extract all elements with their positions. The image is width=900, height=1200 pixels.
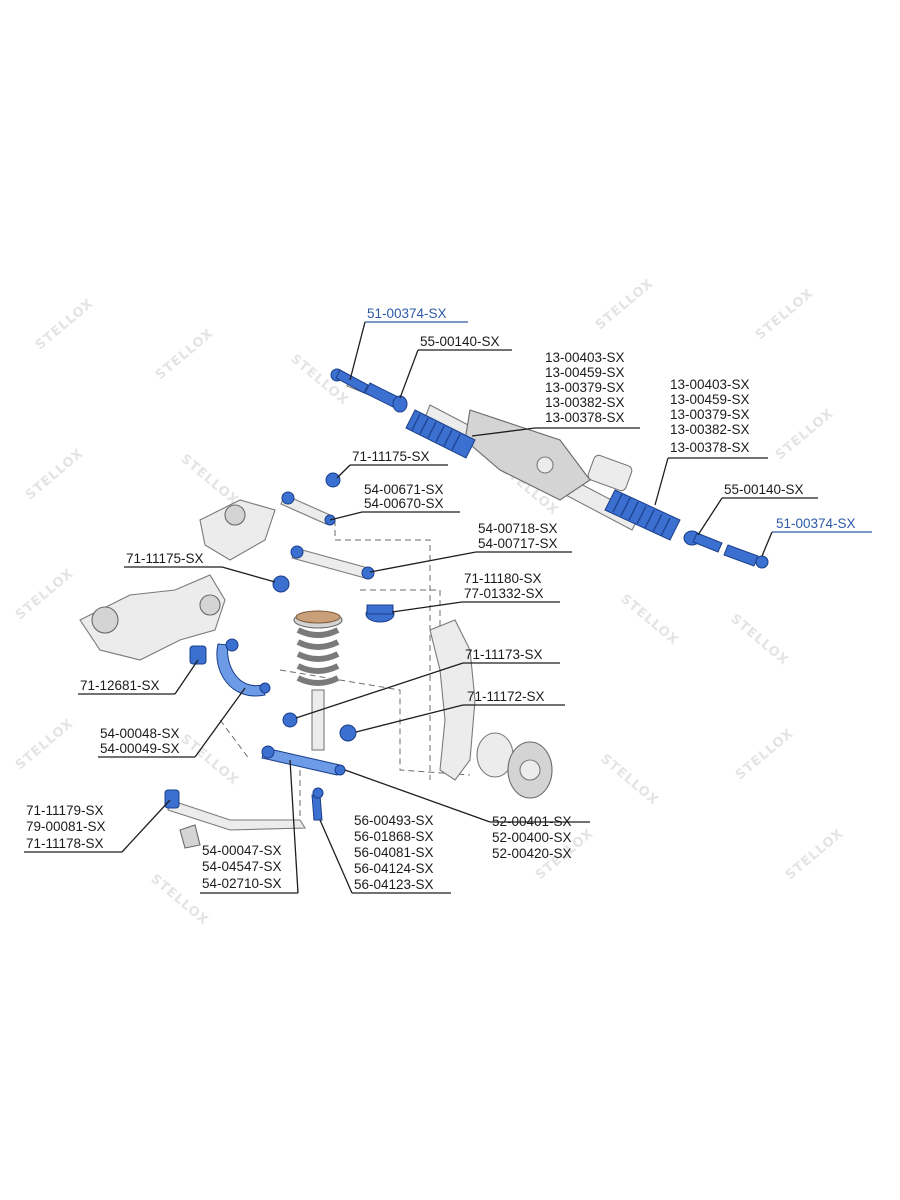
coil-spring — [293, 610, 343, 751]
label-lower-arm-straight: 54-00047-SX 54-04547-SX 54-02710-SX — [202, 843, 282, 891]
bushing-upper-icon — [325, 472, 341, 488]
watermark: STELLOX — [23, 446, 87, 503]
label-boot-left-line: 13-00378-SX — [545, 410, 625, 425]
label-stabilizer-bushing-line: 79-00081-SX — [26, 819, 106, 834]
label-lower-arm-curved-line: 54-00049-SX — [100, 741, 180, 756]
upper-arm-small-icon — [280, 491, 336, 526]
label-stabilizer-link-line: 56-01868-SX — [354, 829, 434, 844]
label-lower-arm-straight-line: 54-00047-SX — [202, 843, 282, 858]
label-stabilizer-bushing: 71-11179-SX 79-00081-SX 71-11178-SX — [26, 803, 106, 851]
label-lower-arm-curved-line: 54-00048-SX — [100, 726, 180, 741]
watermark: STELLOX — [593, 276, 657, 333]
watermark: STELLOX — [597, 752, 661, 809]
watermark: STELLOX — [727, 612, 791, 669]
label-boot-right-line: 13-00382-SX — [670, 422, 750, 437]
label-bushing-upper: 71-11175-SX — [352, 449, 430, 464]
label-bushing-lower-b: 71-11172-SX — [467, 689, 545, 704]
label-strut-mount-line: 71-11180-SX — [464, 571, 542, 586]
label-stabilizer-link-line: 56-00493-SX — [354, 813, 434, 828]
watermark: STELLOX — [33, 296, 97, 353]
watermark: STELLOX — [13, 716, 77, 773]
label-lower-arm-straight-line: 54-04547-SX — [202, 859, 282, 874]
assembly-lines — [219, 520, 471, 820]
label-tie-rod-left: 55-00140-SX — [420, 334, 500, 349]
watermark: STELLOX — [783, 826, 847, 883]
label-ball-joint-line: 52-00420-SX — [492, 846, 572, 861]
label-stabilizer-link: 56-00493-SX 56-01868-SX 56-04081-SX 56-0… — [354, 813, 434, 892]
watermark: STELLOX — [177, 732, 241, 789]
tie-rod-end-left-icon — [330, 368, 369, 394]
watermark: STELLOX — [617, 592, 681, 649]
lower-arm-straight-icon — [261, 745, 346, 776]
upper-mount-plate — [199, 499, 276, 561]
label-strut-mount: 71-11180-SX 77-01332-SX — [464, 571, 544, 601]
part-labels: 51-00374-SX 55-00140-SX 13-00403-SX 13-0… — [26, 306, 856, 892]
leader-lines — [24, 321, 872, 894]
tie-rod-right-icon — [683, 530, 723, 553]
watermark: STELLOX — [153, 326, 217, 383]
bushing-lower-b-icon — [339, 724, 357, 742]
label-stabilizer-link-line: 56-04081-SX — [354, 845, 434, 860]
stabilizer-link-icon — [311, 787, 324, 821]
label-boot-left-line: 13-00382-SX — [545, 395, 625, 410]
boot-right-icon — [604, 489, 681, 541]
label-boot-left-line: 13-00379-SX — [545, 380, 625, 395]
bushing-subframe-icon — [189, 645, 207, 665]
label-tie-rod-end-right: 51-00374-SX — [776, 516, 856, 531]
watermark: STELLOX — [733, 726, 797, 783]
tie-rod-left-icon — [364, 382, 408, 413]
label-stabilizer-bushing-line: 71-11179-SX — [26, 803, 104, 818]
bushing-upper-left-icon — [272, 575, 290, 593]
label-upper-arm-small-line: 54-00670-SX — [364, 496, 444, 511]
lower-arm-curved-icon — [216, 638, 271, 697]
label-ball-joint: 52-00401-SX 52-00400-SX 52-00420-SX — [492, 814, 572, 861]
label-upper-arm-large-line: 54-00718-SX — [478, 521, 558, 536]
label-boot-left-line: 13-00459-SX — [545, 365, 625, 380]
label-tie-rod-end-left: 51-00374-SX — [367, 306, 447, 321]
watermark: STELLOX — [177, 452, 241, 509]
label-ball-joint-line: 52-00401-SX — [492, 814, 572, 829]
label-ball-joint-line: 52-00400-SX — [492, 830, 572, 845]
label-upper-arm-large: 54-00718-SX 54-00717-SX — [478, 521, 558, 551]
watermark: STELLOX — [753, 286, 817, 343]
strut-mount-icon — [365, 604, 395, 623]
upper-arm-large-icon — [290, 545, 375, 580]
stabilizer-bar — [164, 789, 306, 849]
bushing-lower-a-icon — [282, 712, 298, 728]
tie-rod-end-right-icon — [723, 544, 769, 569]
boot-left-icon — [405, 409, 476, 459]
label-bushing-subframe: 71-12681-SX — [80, 678, 160, 693]
label-upper-arm-small: 54-00671-SX 54-00670-SX — [364, 482, 444, 511]
label-boot-right-line: 13-00459-SX — [670, 392, 750, 407]
label-tie-rod-right: 55-00140-SX — [724, 482, 804, 497]
label-boot-right-line: 13-00379-SX — [670, 407, 750, 422]
label-stabilizer-bushing-line: 71-11178-SX — [26, 836, 104, 851]
label-strut-mount-line: 77-01332-SX — [464, 586, 544, 601]
label-bushing-lower-a: 71-11173-SX — [465, 647, 543, 662]
label-boot-right-line: 13-00378-SX — [670, 440, 750, 455]
label-boot-right-line: 13-00403-SX — [670, 377, 750, 392]
label-boot-right: 13-00403-SX 13-00459-SX 13-00379-SX 13-0… — [670, 377, 750, 455]
wheel-hub — [476, 732, 553, 799]
label-boot-left-line: 13-00403-SX — [545, 350, 625, 365]
label-upper-arm-small-line: 54-00671-SX — [364, 482, 444, 497]
label-lower-arm-straight-line: 54-02710-SX — [202, 876, 282, 891]
label-lower-arm-curved: 54-00048-SX 54-00049-SX — [100, 726, 180, 756]
label-stabilizer-link-line: 56-04123-SX — [354, 877, 434, 892]
label-bushing-upper-left: 71-11175-SX — [126, 551, 204, 566]
watermark: STELLOX — [773, 406, 837, 463]
label-upper-arm-large-line: 54-00717-SX — [478, 536, 558, 551]
subframe — [79, 574, 226, 661]
label-stabilizer-link-line: 56-04124-SX — [354, 861, 434, 876]
steering-knuckle — [429, 619, 476, 781]
watermark: STELLOX — [13, 566, 77, 623]
label-boot-left: 13-00403-SX 13-00459-SX 13-00379-SX 13-0… — [545, 350, 625, 425]
